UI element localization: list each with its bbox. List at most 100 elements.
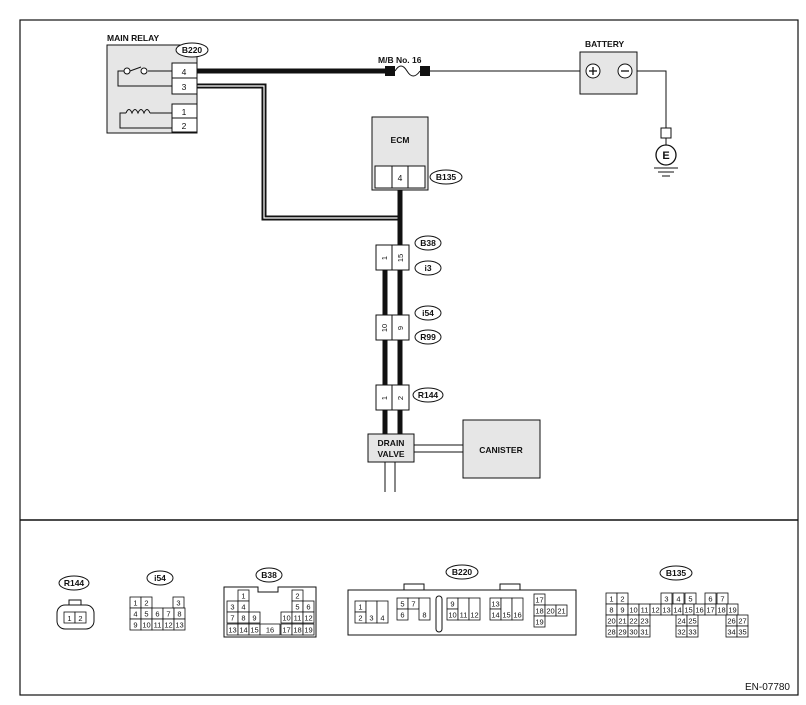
face-i54-pin-1: 1 bbox=[133, 599, 137, 608]
face-b220-pin-10: 10 bbox=[448, 611, 456, 620]
face-b220-pin-5: 5 bbox=[400, 600, 404, 609]
face-b220-pin-2: 2 bbox=[358, 614, 362, 623]
r144-pin-1: 1 bbox=[380, 396, 389, 400]
face-i54-pin-4: 4 bbox=[133, 610, 137, 619]
face-b38-pin-8: 8 bbox=[241, 614, 245, 623]
ground-label: E bbox=[662, 150, 669, 162]
face-b220-pin-14: 14 bbox=[491, 611, 499, 620]
face-b220-pin-9: 9 bbox=[450, 600, 454, 609]
ecm: ECM 4 B135 bbox=[371, 116, 463, 191]
figure-id: EN-07780 bbox=[745, 682, 790, 693]
face-b38-pin-1: 1 bbox=[241, 592, 245, 601]
tag-r144: R144 bbox=[418, 390, 439, 400]
face-b135-pin-20: 20 bbox=[607, 617, 615, 626]
face-b135-pin-34: 34 bbox=[727, 628, 735, 637]
face-tag-i54: i54 bbox=[154, 573, 166, 583]
face-b220-pin-19: 19 bbox=[535, 618, 543, 627]
b38-pin-1: 1 bbox=[380, 256, 389, 260]
face-b220-pin-21: 21 bbox=[557, 607, 565, 616]
face-b220-pin-12: 12 bbox=[470, 611, 478, 620]
face-b220-pin-1: 1 bbox=[358, 603, 362, 612]
face-b135-pin-14: 14 bbox=[673, 606, 681, 615]
face-b38-pin-9: 9 bbox=[252, 614, 256, 623]
face-b220-pin-7: 7 bbox=[411, 600, 415, 609]
relay-pin-4: 4 bbox=[182, 67, 187, 77]
relay-pin-3: 3 bbox=[182, 82, 187, 92]
face-b38-pin-16: 16 bbox=[266, 626, 274, 635]
tag-b220: B220 bbox=[182, 45, 203, 55]
face-b135-pin-7: 7 bbox=[720, 595, 724, 604]
face-b220-pin-8: 8 bbox=[422, 611, 426, 620]
face-b135-pin-15: 15 bbox=[684, 606, 692, 615]
i54-pin-10: 10 bbox=[380, 324, 389, 332]
face-b135-pin-21: 21 bbox=[618, 617, 626, 626]
face-b135-pin-9: 9 bbox=[620, 606, 624, 615]
face-b135-pin-22: 22 bbox=[629, 617, 637, 626]
face-b135-pin-8: 8 bbox=[609, 606, 613, 615]
drain-valve-label-2: VALVE bbox=[377, 449, 404, 459]
face-b135-pin-35: 35 bbox=[738, 628, 746, 637]
main-relay: MAIN RELAY 4 3 1 2 B220 bbox=[106, 33, 209, 134]
face-b38-pin-4: 4 bbox=[241, 603, 245, 612]
face-b38-pin-17: 17 bbox=[282, 626, 290, 635]
face-b135-pin-12: 12 bbox=[651, 606, 659, 615]
wire-battery-to-ground bbox=[637, 70, 667, 128]
face-b135-pin-18: 18 bbox=[717, 606, 725, 615]
face-i54-pin-12: 12 bbox=[164, 621, 172, 630]
face-tag-b220: B220 bbox=[452, 567, 473, 577]
b38-pin-15: 15 bbox=[396, 254, 405, 262]
face-b220-pin-17: 17 bbox=[535, 596, 543, 605]
face-b135-pin-19: 19 bbox=[728, 606, 736, 615]
face-b38-pin-3: 3 bbox=[230, 603, 234, 612]
face-b38-pin-19: 19 bbox=[304, 626, 312, 635]
inline-connector-b38-i3: 1 15 B38 i3 bbox=[375, 235, 442, 276]
face-b135-pin-10: 10 bbox=[629, 606, 637, 615]
connector-face-r144: R144 1 2 bbox=[56, 575, 95, 630]
battery: BATTERY bbox=[579, 39, 638, 95]
face-b135-pin-24: 24 bbox=[677, 617, 685, 626]
face-r144-2: 2 bbox=[78, 614, 82, 623]
wire-relay-to-ecm-line bbox=[197, 83, 400, 221]
face-b135-pin-32: 32 bbox=[677, 628, 685, 637]
fuse-icon bbox=[394, 65, 421, 77]
face-b135-pin-23: 23 bbox=[640, 617, 648, 626]
harness-wires bbox=[197, 68, 403, 492]
face-i54-pin-8: 8 bbox=[177, 610, 181, 619]
relay-pin-1: 1 bbox=[182, 107, 187, 117]
face-r144-1: 1 bbox=[67, 614, 71, 623]
face-b135-pin-25: 25 bbox=[688, 617, 696, 626]
face-b38-pin-14: 14 bbox=[239, 626, 247, 635]
face-tag-r144: R144 bbox=[64, 578, 85, 588]
i54-pin-9: 9 bbox=[396, 326, 405, 330]
face-i54-pin-9: 9 bbox=[133, 621, 137, 630]
drain-valve: DRAIN VALVE bbox=[367, 433, 415, 463]
inline-connector-r144: 1 2 R144 bbox=[375, 384, 444, 411]
drain-valve-body bbox=[367, 433, 415, 463]
ground-point: E bbox=[654, 127, 678, 177]
ecm-label: ECM bbox=[391, 135, 410, 145]
face-i54-pin-2: 2 bbox=[144, 599, 148, 608]
face-i54-pin-6: 6 bbox=[155, 610, 159, 619]
r144-pin-2: 2 bbox=[396, 396, 405, 400]
canister: CANISTER bbox=[462, 419, 541, 479]
face-b38-pin-5: 5 bbox=[295, 603, 299, 612]
face-b135-pin-13: 13 bbox=[662, 606, 670, 615]
face-b135-pin-1: 1 bbox=[609, 595, 613, 604]
face-tag-b135: B135 bbox=[666, 568, 687, 578]
tag-r99: R99 bbox=[420, 332, 436, 342]
face-b135-pin-30: 30 bbox=[629, 628, 637, 637]
tag-b38: B38 bbox=[420, 238, 436, 248]
face-b38-pin-13: 13 bbox=[228, 626, 236, 635]
face-b220-pin-3: 3 bbox=[369, 614, 373, 623]
tag-i54: i54 bbox=[422, 308, 434, 318]
face-b38-pin-15: 15 bbox=[250, 626, 258, 635]
ground-icon bbox=[655, 144, 677, 166]
face-b135-pin-26: 26 bbox=[727, 617, 735, 626]
face-b38-pin-10: 10 bbox=[282, 614, 290, 623]
